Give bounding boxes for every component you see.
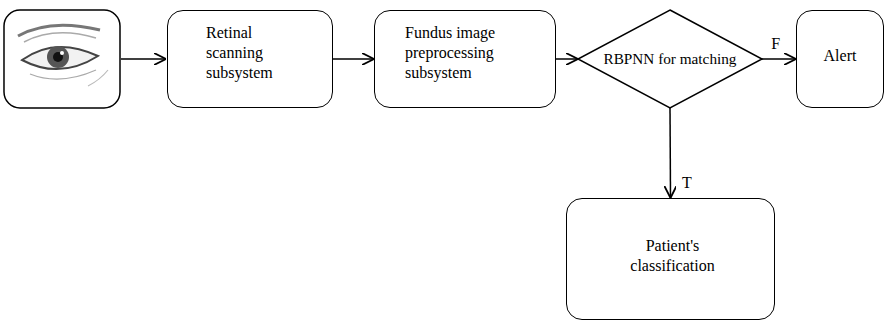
box-text: Retinal scanning subsystem	[206, 23, 306, 83]
process-box: Fundus image preprocessing subsystem	[374, 10, 556, 108]
decision-text: RBPNN for matching	[603, 49, 736, 69]
box-text: Alert	[802, 46, 878, 66]
input-arrow	[121, 58, 166, 60]
iris	[47, 46, 69, 68]
box-text: Fundus image preprocessing subsystem	[405, 23, 509, 83]
pupil	[53, 52, 63, 62]
eye-highlight	[60, 51, 64, 55]
eyelid-crease	[24, 33, 96, 42]
flow-arrow	[333, 58, 374, 60]
flow-arrow	[556, 58, 578, 60]
process-box: Retinal scanning subsystem	[167, 10, 333, 108]
eye-outline	[22, 47, 98, 69]
eye-frame	[4, 10, 120, 108]
flow-arrow	[762, 58, 796, 60]
flow-arrow	[669, 108, 671, 198]
decision-diamond: RBPNN for matching	[578, 10, 762, 108]
branch-label: F	[769, 35, 782, 53]
branch-label: T	[680, 174, 694, 192]
result-box: Patient's classification	[566, 198, 775, 320]
diamond-shape	[578, 10, 762, 108]
under-eye-line	[30, 70, 96, 79]
eye-picture	[4, 10, 120, 108]
box-text: Patient's classification	[608, 236, 738, 276]
eyebrow	[18, 25, 100, 36]
wrinkle-line	[88, 70, 108, 86]
alert-box: Alert	[796, 10, 884, 108]
